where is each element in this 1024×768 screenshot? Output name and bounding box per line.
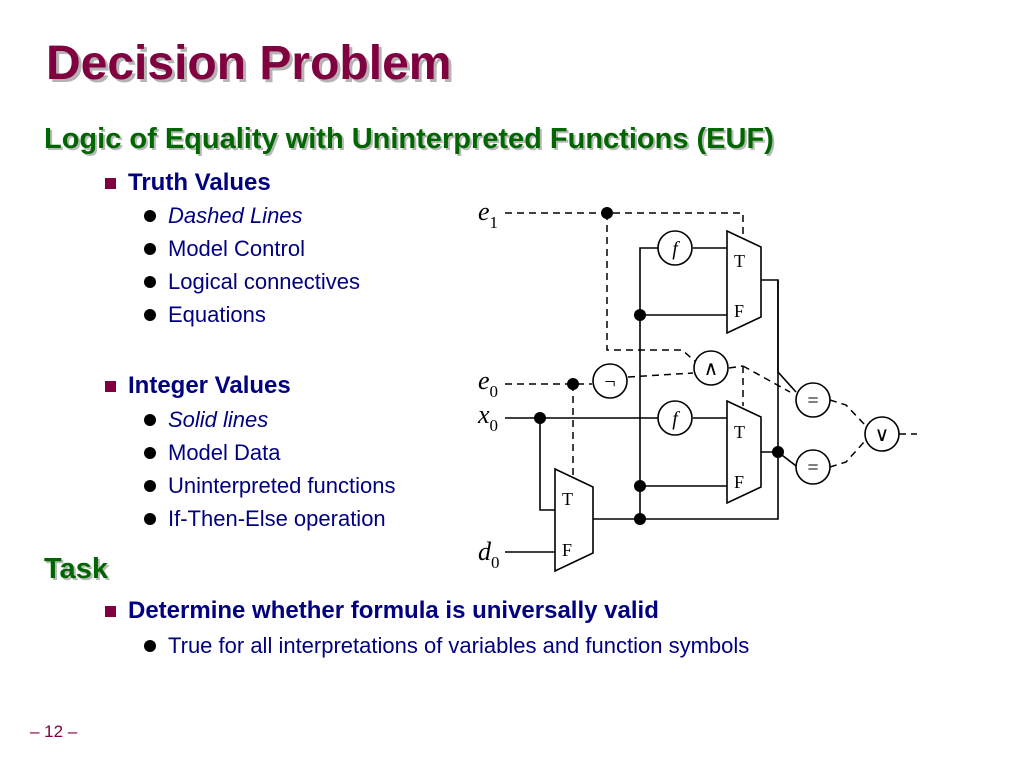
svg-text:F: F [734, 301, 744, 321]
equals-node-bottom: = [795, 449, 831, 485]
svg-text:¬: ¬ [604, 371, 615, 393]
junction-dots [534, 207, 784, 525]
bullet-dot [144, 243, 156, 255]
svg-text:=: = [807, 390, 818, 412]
svg-text:T: T [562, 489, 573, 509]
svg-text:F: F [562, 540, 572, 560]
integer-values-heading: Integer Values [128, 372, 291, 399]
input-d0-label: d0 [478, 537, 500, 572]
truth-item-model-control: Model Control [168, 236, 305, 261]
integer-item-ite: If-Then-Else operation [168, 506, 386, 531]
function-f-node-middle: f [657, 400, 693, 436]
page-number: – 12 – [30, 722, 78, 741]
slide-title: Decision Problem [46, 37, 452, 90]
integer-item-solid-lines: Solid lines [168, 407, 269, 432]
dashed-control-lines [505, 212, 917, 478]
equals-node-top: = [795, 382, 831, 418]
svg-text:F: F [734, 472, 744, 492]
bullet-square [105, 606, 116, 617]
svg-text:T: T [734, 251, 745, 271]
svg-text:∧: ∧ [704, 358, 719, 380]
bullet-dot [144, 480, 156, 492]
integer-item-uninterpreted-functions: Uninterpreted functions [168, 473, 396, 498]
bullet-dot [144, 414, 156, 426]
and-gate: ∧ [693, 350, 729, 386]
task-subitem: True for all interpretations of variable… [168, 633, 750, 658]
bullet-dot [144, 513, 156, 525]
mux-middle: T F [726, 399, 762, 505]
bullet-dot [144, 276, 156, 288]
task-item: Determine whether formula is universally… [128, 597, 659, 624]
truth-values-heading: Truth Values [128, 169, 271, 196]
bullet-square [105, 178, 116, 189]
subtitle: Logic of Equality with Uninterpreted Fun… [44, 123, 774, 155]
not-gate: ¬ [592, 363, 628, 399]
svg-text:f: f [672, 238, 680, 260]
truth-item-equations: Equations [168, 302, 266, 327]
function-f-node-top: f [657, 230, 693, 266]
svg-text:∨: ∨ [875, 424, 890, 446]
integer-item-model-data: Model Data [168, 440, 281, 465]
truth-item-dashed-lines: Dashed Lines [168, 203, 303, 228]
or-gate: ∨ [864, 416, 900, 452]
svg-text:T: T [734, 422, 745, 442]
svg-text:f: f [672, 408, 680, 430]
truth-item-logical-connectives: Logical connectives [168, 269, 361, 294]
bullet-square [105, 381, 116, 392]
task-heading: Task [44, 553, 108, 585]
mux-bottom: T F [554, 467, 594, 573]
bullet-dot [144, 640, 156, 652]
bullet-dot [144, 447, 156, 459]
svg-text:=: = [807, 457, 818, 479]
input-e0-label: e0 [478, 366, 498, 401]
input-e1-label: e1 [478, 197, 498, 232]
mux-top: T F [726, 229, 762, 335]
bullet-dot [144, 210, 156, 222]
input-x0-label: x0 [477, 400, 498, 435]
bullet-dot [144, 309, 156, 321]
